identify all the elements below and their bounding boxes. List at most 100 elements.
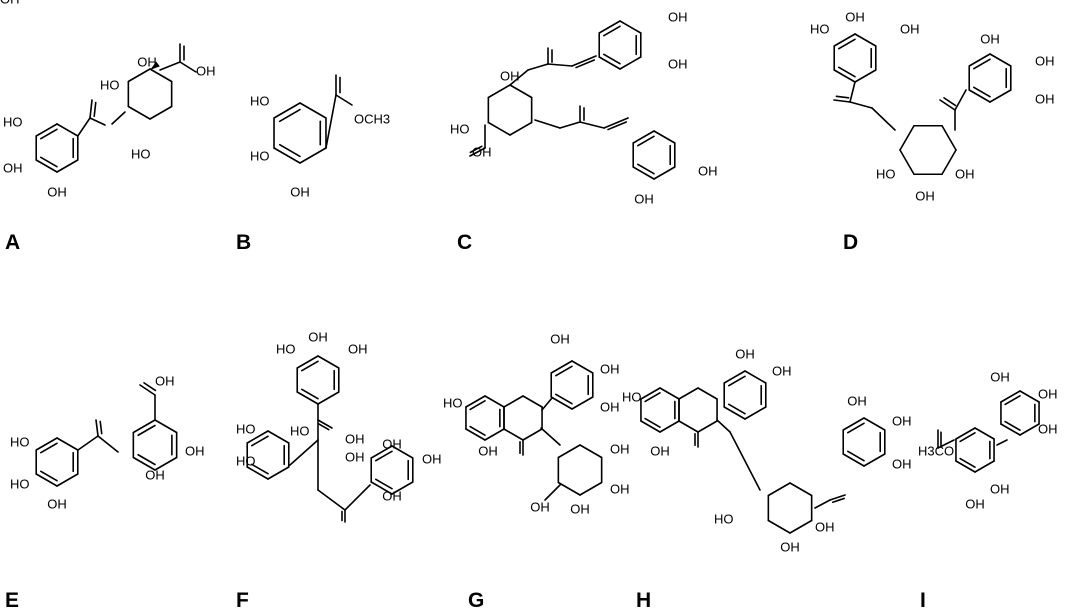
atom-label: HO — [250, 93, 270, 108]
atom-label: OH — [1038, 421, 1058, 436]
atom-label: HO — [876, 166, 896, 181]
bond — [571, 360, 594, 374]
bond — [899, 149, 915, 176]
atom-label: OH — [145, 467, 165, 482]
atom-label: OH — [155, 373, 175, 388]
atom-label: HO — [100, 77, 120, 92]
panel-label-e: E — [5, 589, 20, 612]
atom-label: HO — [714, 511, 734, 526]
bond — [678, 387, 699, 400]
panel-label-d: D — [843, 231, 859, 254]
bond — [317, 419, 333, 429]
bond — [579, 481, 603, 496]
bond — [941, 124, 957, 151]
bond — [487, 84, 511, 99]
bond — [541, 397, 553, 411]
bond — [370, 445, 393, 459]
bond — [863, 417, 886, 431]
bond — [335, 94, 353, 106]
bond — [179, 61, 197, 73]
bond — [767, 519, 791, 534]
bond — [968, 89, 991, 103]
atom-label: OH — [0, 0, 20, 6]
bond — [317, 355, 340, 369]
bond — [598, 56, 621, 70]
atom-label: OH — [472, 144, 492, 159]
atom-label: HO — [250, 148, 270, 163]
bond — [767, 482, 791, 497]
bond — [484, 395, 505, 408]
bond — [833, 99, 851, 103]
bond — [527, 63, 549, 71]
bond — [571, 55, 597, 67]
bond — [76, 117, 91, 137]
bond — [522, 428, 543, 441]
atom-label: OH — [47, 184, 67, 199]
atom-label: OH — [735, 346, 755, 361]
atom-label: HO — [810, 21, 830, 36]
bond — [132, 456, 156, 471]
bond — [697, 420, 718, 433]
bond — [968, 53, 991, 67]
atom-label: HO — [276, 341, 296, 356]
bond — [974, 460, 995, 473]
atom-label: OH — [668, 9, 688, 24]
atom-label: OH — [990, 369, 1010, 384]
bond — [35, 123, 58, 137]
bond — [154, 419, 178, 434]
bond — [837, 66, 856, 78]
atom-label: HO — [10, 434, 30, 449]
bond — [571, 396, 594, 410]
bond — [39, 128, 58, 140]
bond — [959, 432, 976, 443]
bond — [370, 481, 393, 495]
bond — [846, 450, 865, 462]
atom-label: OH — [815, 519, 835, 534]
atom-label: OH — [892, 413, 912, 428]
bond — [137, 424, 156, 437]
bond — [871, 107, 896, 131]
bond — [93, 101, 97, 118]
atom-label: OH — [550, 331, 570, 346]
bond — [374, 478, 393, 490]
bond — [954, 89, 967, 111]
atom-label: OH — [185, 443, 205, 458]
bond — [602, 25, 621, 37]
bond — [744, 406, 767, 420]
panel-label-a: A — [5, 231, 21, 254]
atom-label: HO — [3, 114, 23, 129]
bond — [989, 53, 1012, 67]
bond — [653, 130, 676, 144]
bond — [1004, 395, 1021, 406]
bond — [814, 499, 831, 509]
bond — [77, 435, 99, 451]
atom-label: OH — [137, 54, 157, 69]
bond — [550, 360, 573, 374]
bond — [465, 395, 486, 408]
bond — [39, 470, 58, 482]
atom-label: OH — [600, 361, 620, 376]
bond — [544, 484, 561, 501]
bond — [143, 382, 157, 392]
atom-label: OH — [955, 166, 975, 181]
bond — [837, 38, 856, 50]
bond — [99, 420, 103, 435]
bond — [939, 99, 956, 111]
bond — [503, 428, 524, 441]
bond — [35, 437, 58, 451]
atom-label: OH — [610, 441, 630, 456]
atom-label: OH — [570, 501, 590, 516]
atom-label: OH — [845, 9, 865, 24]
atom-label: OH — [650, 443, 670, 458]
atom-label: HO — [290, 423, 310, 438]
panel-label-f: F — [236, 589, 249, 612]
bond — [829, 494, 846, 501]
atom-label: HO — [10, 476, 30, 491]
structure-a: HOOHOHOHHOOHHOOH — [0, 0, 216, 199]
atom-label: OH — [1038, 386, 1058, 401]
bond — [39, 442, 58, 454]
